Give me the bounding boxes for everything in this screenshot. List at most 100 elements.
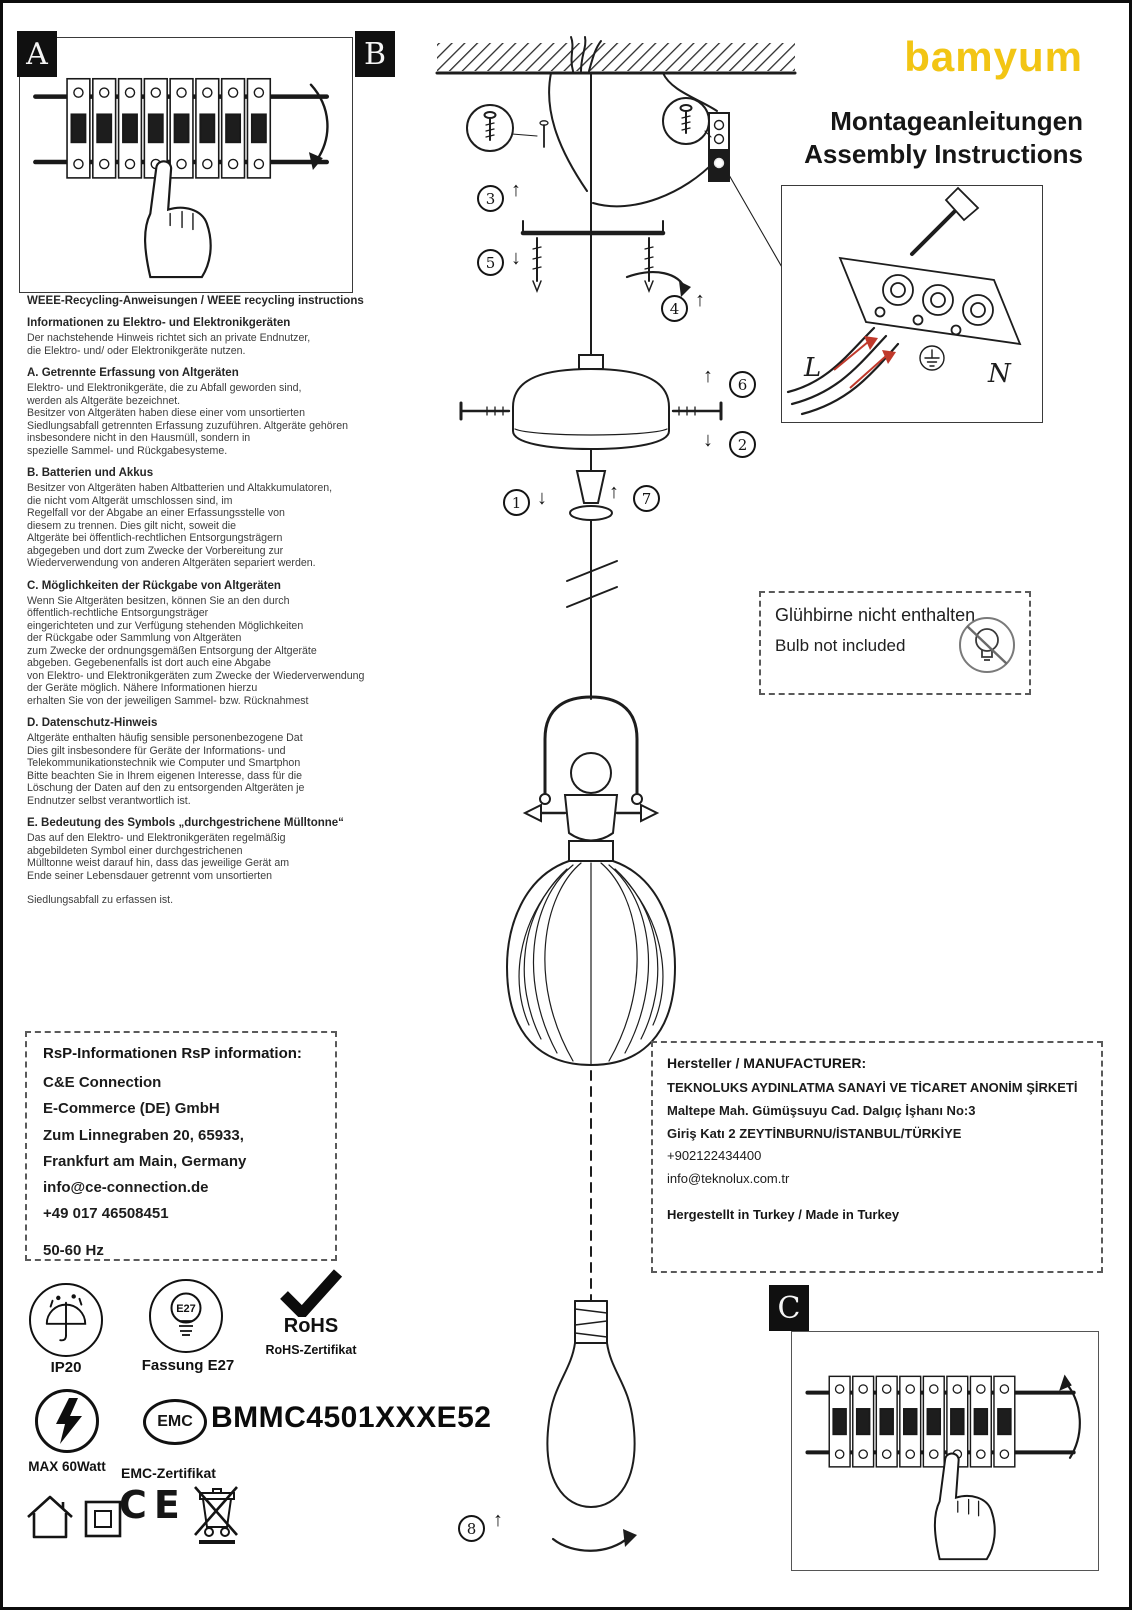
step-8-badge: 8 [458,1515,485,1542]
step-5-arrow-down: ↓ [511,247,521,269]
weee-section-e-title: E. Bedeutung des Symbols „durchgestriche… [27,817,344,829]
breaker-panel-illustration-a [33,77,330,279]
wiring-arrows [833,336,896,389]
screw-detail-right [662,97,712,145]
cord-break-mark [566,560,618,582]
breaker-panel-illustration-c [805,1374,1081,1561]
umbrella-icon [45,1294,87,1342]
twist-arrow [625,271,687,291]
weee-footer: Siedlungsabfall zu erfassen ist. [27,894,174,906]
weee-section-d-title: D. Datenschutz-Hinweis [27,717,158,729]
title-german: Montageanleitungen [830,106,1083,136]
weee-text: WEEE-Recycling-Anweisungen / WEEE recycl… [27,295,447,906]
step-1-badge: 1 [503,489,530,516]
screw-detail-left [466,104,549,152]
lightning-bolt-icon [56,1398,82,1444]
weee-section-c-title: C. Möglichkeiten der Rückgabe von Altger… [27,579,281,592]
no-bulb-icon [959,617,1015,673]
lamp-wire [592,160,716,208]
screw-in-arrow [551,1535,631,1552]
document-title: Montageanleitungen Assembly Instructions [804,105,1083,170]
step-4-arrow-up: ↑ [695,289,705,311]
mounting-bracket [520,220,666,294]
weee-intro: Der nachstehende Hinweis richtet sich an… [27,332,311,357]
supply-wire-right [662,72,718,112]
rsp-email: info@ce-connection.de [43,1179,209,1196]
max-watt-icon [35,1389,99,1453]
quick-connector [708,112,730,182]
e27-code: E27 [176,1303,196,1315]
weee-section-a-body: Elektro- und Elektronikgeräte, die zu Ab… [27,382,348,457]
rotate-arrow-icon [309,83,329,162]
weee-bin-icon [194,1486,238,1544]
bulb-notice-box: Glühbirne nicht enthalten Bulb not inclu… [759,591,1031,695]
step-2-arrow-down: ↓ [703,429,713,451]
rsp-city: Frankfurt am Main, Germany [43,1152,247,1170]
step-7-arrow-up: ↑ [609,481,619,503]
step-3-badge: 3 [477,185,504,212]
screwdriver-icon [910,186,980,256]
socket-label: Fassung E27 [141,1357,235,1374]
terminal-l-label: L [803,353,821,383]
emc-icon: EMC [143,1399,207,1445]
pointing-hand-icon [144,160,212,279]
weee-section-e-body: Das auf den Elektro- und Elektronikgerät… [27,832,290,882]
rohs-cert-label: RoHS-Zertifikat [265,1343,357,1357]
weee-section-b-body: Besitzer von Altgeräten haben Altbatteri… [27,482,333,569]
step-1-arrow-down: ↓ [537,487,547,509]
lamp-cage [539,684,643,805]
panel-b-label: B [355,31,395,77]
e27-socket-icon: E27 [149,1279,223,1353]
bulb-notice-english: Bulb not included [775,636,906,655]
weee-section-d-body: Altgeräte enthalten häufig sensible pers… [27,732,305,807]
glass-shade [505,840,677,1067]
step-8-arrow-up: ↑ [493,1509,503,1531]
terminal-block [838,256,1022,346]
manufacturer-box: Hersteller / MANUFACTURER: TEKNOLUKS AYD… [651,1041,1103,1273]
manufacturer-address-2: Giriş Katı 2 ZEYTİNBURNU/İSTANBUL/TÜRKİY… [667,1125,962,1141]
ground-symbol-icon [919,345,945,371]
cord-grip [569,448,613,521]
supply-wire-left [548,72,588,192]
rotate-arrow-icon [1065,1382,1081,1459]
manufacturer-heading: Hersteller / MANUFACTURER: [667,1055,867,1071]
rsp-company: C&E Connection [43,1074,162,1091]
rohs-check-icon [280,1269,343,1317]
weee-section-c-body: Wenn Sie Altgeräten besitzen, können Sie… [27,594,365,707]
ceiling-hatch [437,43,795,71]
rsp-heading: RsP-Informationen RsP information: [43,1045,302,1062]
terminal-n-label: N [987,359,1012,389]
step-3-arrow-up: ↑ [511,179,521,201]
step-7-badge: 7 [633,485,660,512]
brand-logo: bamyum [904,33,1083,80]
lamp-socket [522,752,660,842]
assembly-diagram [435,36,797,1552]
panel-a-label: A [17,31,57,77]
ip20-icon [29,1283,103,1357]
model-number: BMMC4501XXXE52 [211,1401,492,1434]
title-english: Assembly Instructions [804,138,1083,169]
rsp-company-2: E-Commerce (DE) GmbH [43,1100,220,1118]
bulb-notice-german: Glühbirne nicht enthalten [775,605,976,625]
step-2-badge: 2 [729,431,756,458]
ip20-label: IP20 [50,1359,82,1376]
weee-section-b-title: B. Batterien und Akkus [27,467,154,479]
pointing-hand-icon [933,1452,996,1561]
light-bulb [546,1300,636,1509]
rohs-label: RoHS [283,1315,339,1337]
canopy [459,232,723,451]
manufacturer-phone: +902122434400 [667,1148,762,1164]
weee-subheading: Informationen zu Elektro- und Elektronik… [27,317,291,329]
manufacturer-email: info@teknolux.com.tr [667,1171,790,1186]
house-icon [27,1495,73,1539]
made-in-label: Hergestellt in Turkey / Made in Turkey [667,1206,900,1222]
step-6-badge: 6 [729,371,756,398]
manufacturer-address-1: Maltepe Mah. Gümüşsuyu Cad. Dalgıç İşhan… [667,1102,976,1118]
rsp-street: Zum Linnegraben 20, 65933, [43,1126,244,1144]
rsp-frequency: 50-60 Hz [43,1241,104,1259]
terminal-detail-frame: L N [781,185,1043,423]
manufacturer-name: TEKNOLUKS AYDINLATMA SANAYİ VE TİCARET A… [667,1080,1078,1095]
double-insulation-icon [84,1500,122,1538]
rsp-phone: +49 017 46508451 [43,1205,169,1223]
